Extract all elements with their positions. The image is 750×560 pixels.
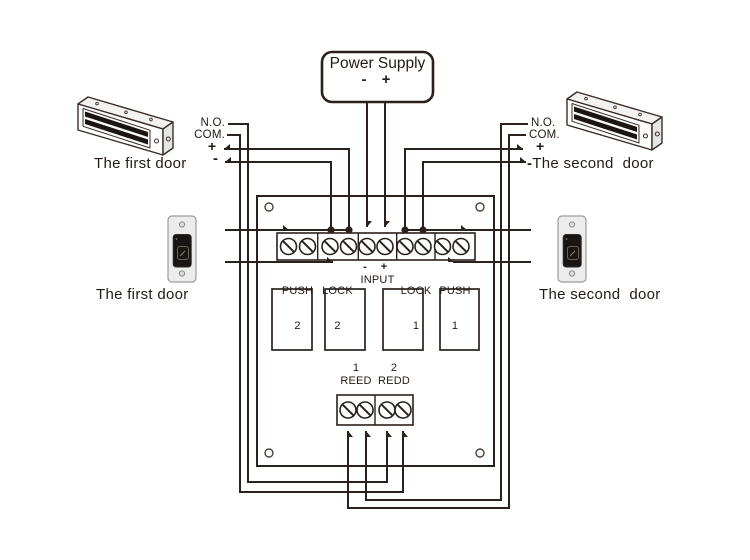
terminal-label-lock2: LOCK 2	[322, 285, 353, 332]
first-door-plus-to-lock2	[224, 148, 350, 230]
first-door-plus-label: +	[207, 138, 216, 154]
terminal-label-lock1: LOCK 1	[400, 285, 432, 332]
second-door-minus-label: -	[527, 155, 533, 172]
second-door-button-label: The second door	[539, 286, 661, 303]
maglock-first-door-icon	[77, 96, 174, 156]
second-door-no-label: N.O.	[531, 117, 556, 129]
terminal-label-input-minus: -	[363, 261, 367, 273]
first-door-minus-to-lock2	[225, 161, 332, 230]
first-door-com-to-reed2	[227, 134, 404, 493]
second-door-com-to-reed1	[347, 134, 526, 509]
maglock-second-door-icon	[566, 91, 663, 151]
junction-dots	[327, 226, 427, 234]
mounting-hole	[264, 202, 485, 458]
reed2-number: 2	[390, 362, 398, 374]
terminal-label-input-plus: +	[380, 261, 388, 273]
second-door-minus-to-lock1	[422, 161, 526, 230]
controller-board	[256, 195, 495, 467]
first-door-no-to-reed2	[228, 123, 388, 483]
reed-terminal-block	[336, 394, 414, 426]
terminal-label-push2: PUSH 2	[281, 285, 314, 332]
first-door-button-label: The first door	[96, 286, 189, 303]
exit-button-second-door-icon	[557, 215, 587, 283]
second-door-plus-to-lock1	[404, 148, 523, 230]
second-door-maglock-label: -The second door	[527, 155, 654, 172]
first-door-minus-label: -	[213, 150, 218, 167]
second-door-no-to-reed1	[365, 123, 528, 501]
power-supply-title: Power Supply	[329, 55, 426, 72]
first-door-com-label: COM.	[194, 128, 225, 141]
first-door-maglock-label: The first door	[94, 155, 187, 172]
relay-outline	[271, 288, 480, 351]
power-supply-plus-label: +	[381, 71, 391, 88]
terminal-label-push1: PUSH 1	[439, 285, 471, 332]
reed1-number: 1	[352, 362, 360, 374]
second-door-com-label: COM.	[529, 128, 560, 141]
wires	[224, 102, 531, 509]
terminal-label-input: INPUT	[360, 274, 395, 286]
exit-button-first-door-icon	[167, 215, 197, 283]
terminal-strip	[276, 232, 476, 261]
reed2-label: REDD	[378, 375, 410, 387]
first-door-no-label: N.O.	[200, 117, 225, 129]
second-door-plus-label: +	[536, 138, 545, 154]
power-supply-minus-label: -	[361, 71, 367, 88]
reed1-label: REED	[340, 375, 372, 387]
power-supply-box	[320, 50, 435, 104]
